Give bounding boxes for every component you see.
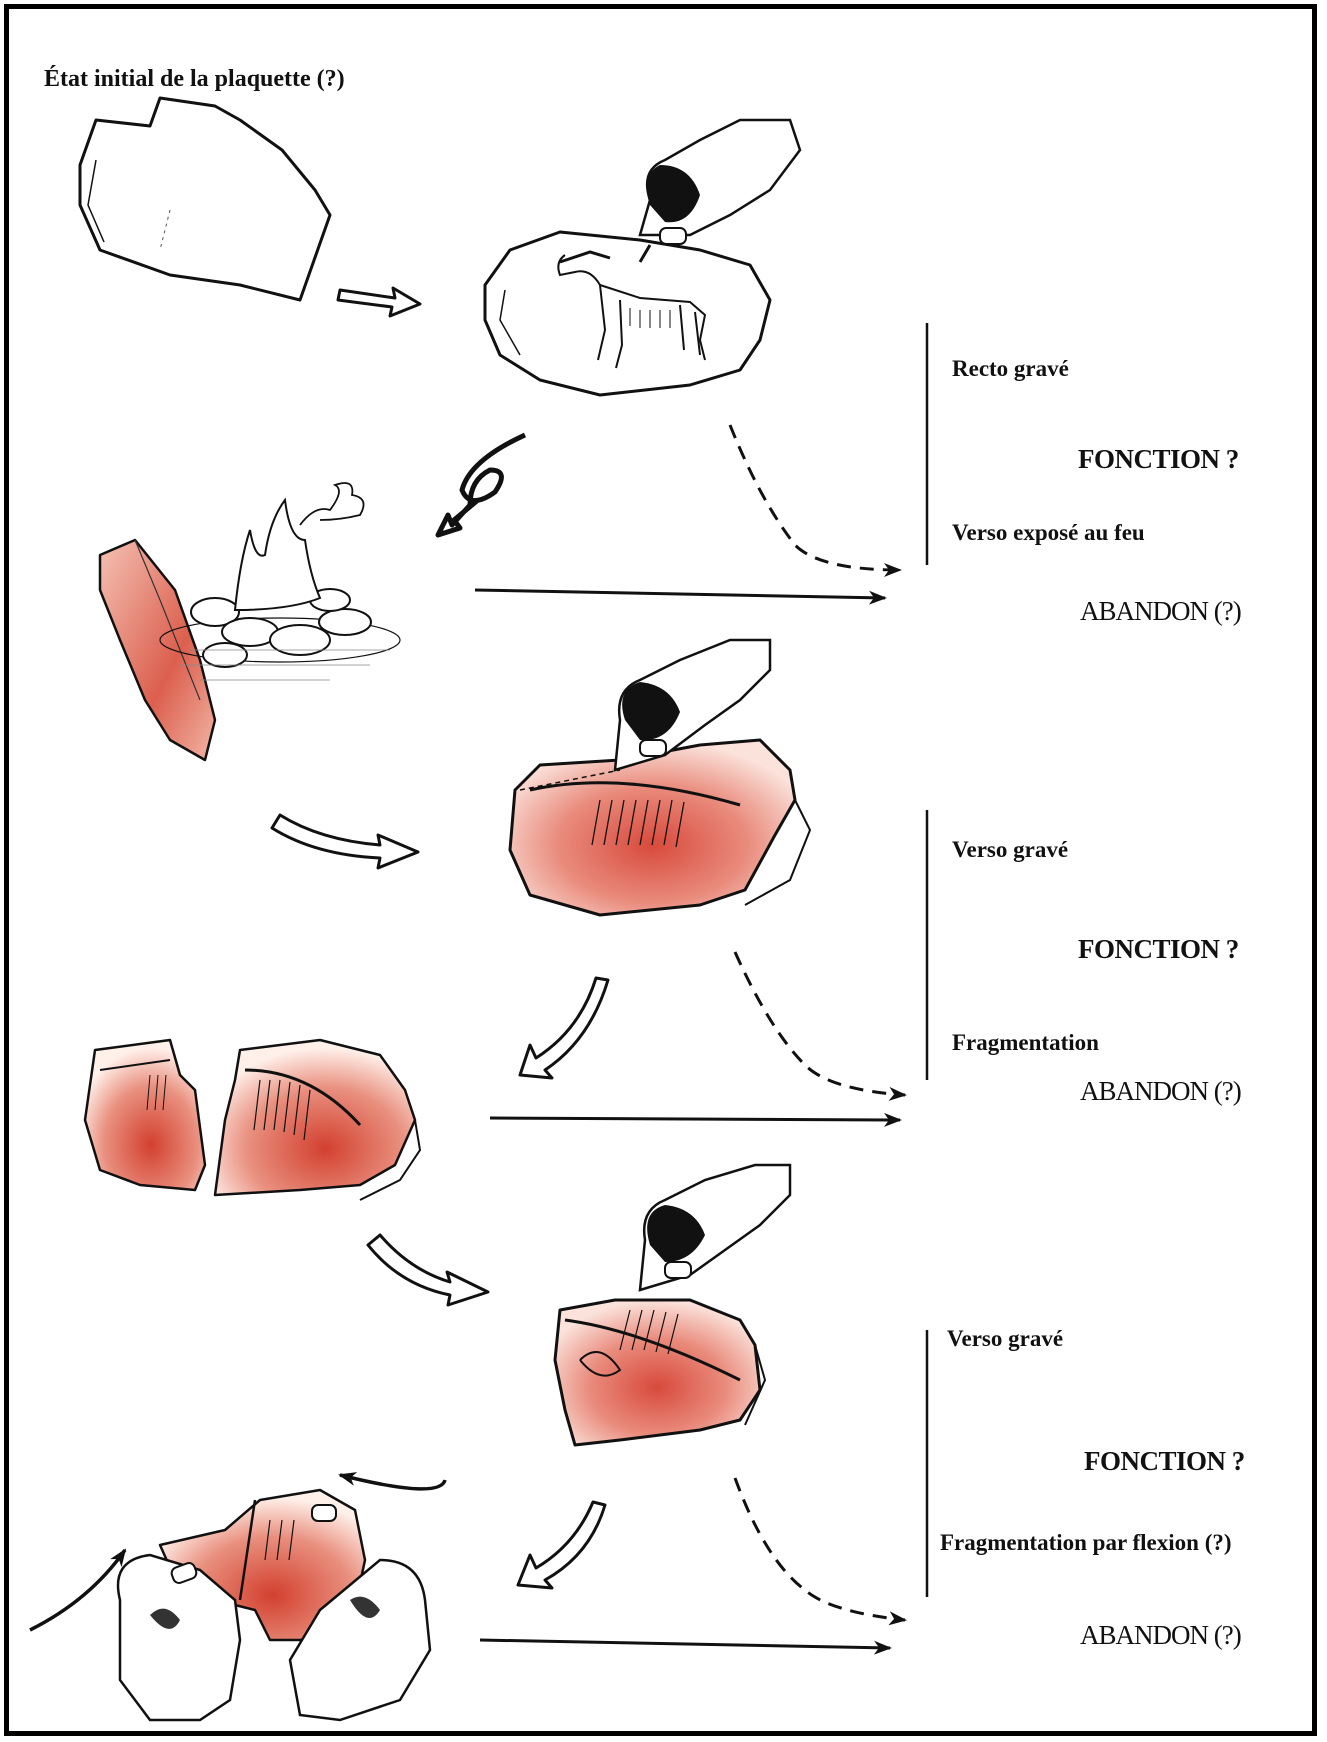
- flip-arrow: [438, 435, 525, 535]
- hollow-arrow-3: [520, 978, 608, 1078]
- stage3-function: FONCTION ?: [1084, 1446, 1245, 1477]
- stage1-label-top: Recto gravé: [952, 356, 1069, 382]
- abandon-arrow-1: [475, 590, 885, 598]
- hollow-arrow-1: [338, 288, 420, 316]
- hollow-arrow-4: [368, 1235, 488, 1305]
- stage1-function: FONCTION ?: [1078, 444, 1239, 475]
- dashed-arrow-3: [735, 1478, 905, 1620]
- stage3-outcome: ABANDON (?): [1080, 1620, 1241, 1651]
- stage1-label-bottom: Verso exposé au feu: [952, 520, 1145, 546]
- stage3-label-top: Verso gravé: [947, 1326, 1063, 1352]
- stage3-label-bottom: Fragmentation par flexion (?): [940, 1530, 1232, 1556]
- verso-engraved-plaquette: [510, 640, 810, 915]
- stage2-function: FONCTION ?: [1078, 934, 1239, 965]
- abandon-arrow-3: [480, 1640, 890, 1648]
- stage1-outcome: ABANDON (?): [1080, 596, 1241, 627]
- abandon-arrow-2: [490, 1118, 900, 1120]
- engraved-plaquette-horse: [485, 120, 800, 395]
- diagram-title: État initial de la plaquette (?): [44, 66, 345, 93]
- stage2-outcome: ABANDON (?): [1080, 1076, 1241, 1107]
- dashed-arrow-1: [730, 425, 900, 570]
- initial-plaquette: [80, 98, 330, 300]
- fragmented-plaquette: [85, 1040, 420, 1200]
- stage2-label-top: Verso gravé: [952, 837, 1068, 863]
- flexion-hands: [118, 1490, 430, 1720]
- hollow-arrow-5: [518, 1502, 605, 1588]
- stage2-label-bottom: Fragmentation: [952, 1030, 1099, 1056]
- verso-engraved-again: [555, 1165, 790, 1445]
- hollow-arrow-2: [272, 815, 418, 868]
- dashed-arrow-2: [735, 952, 905, 1095]
